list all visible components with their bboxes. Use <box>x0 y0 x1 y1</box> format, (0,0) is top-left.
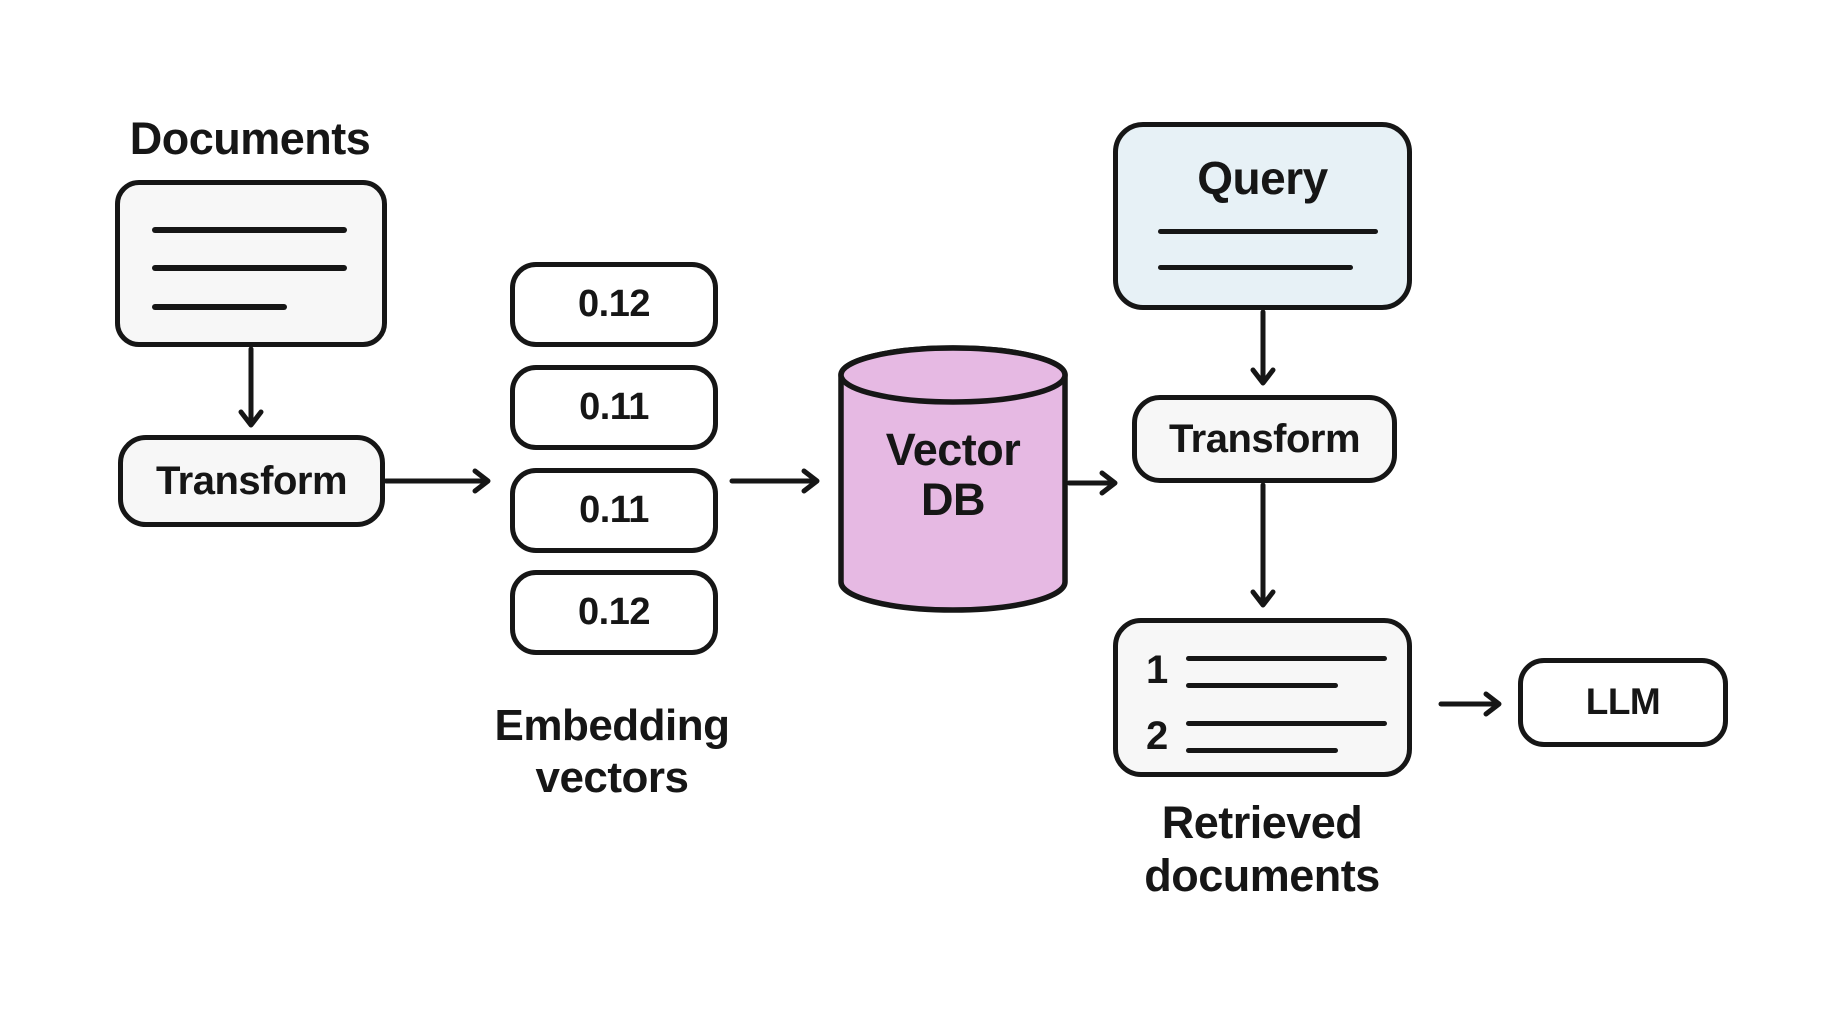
vector-db-cylinder <box>838 345 1068 613</box>
transform-left-node: Transform <box>118 435 385 527</box>
text-line <box>1158 229 1378 234</box>
embedding-vector-box: 0.12 <box>510 570 718 655</box>
vector-db-label: Vector DB <box>885 424 1021 526</box>
text-line <box>1186 748 1338 753</box>
retrieved-item-number: 2 <box>1146 714 1169 758</box>
text-line <box>1186 721 1387 726</box>
text-line <box>1186 683 1338 688</box>
embedding-value: 0.11 <box>579 385 649 428</box>
llm-node: LLM <box>1518 658 1728 747</box>
retrieved-item-number: 1 <box>1146 648 1169 692</box>
text-line <box>152 304 287 310</box>
transform-right-node: Transform <box>1132 395 1397 483</box>
retrieved-documents-node: 1 2 <box>1113 618 1412 777</box>
embedding-vector-box: 0.11 <box>510 468 718 553</box>
text-line <box>152 227 347 233</box>
query-label: Query <box>1197 152 1328 204</box>
llm-label: LLM <box>1585 681 1661 723</box>
embedding-vectors-label: Embedding vectors <box>494 701 730 802</box>
embedding-value: 0.12 <box>578 282 650 325</box>
text-line <box>1158 265 1353 270</box>
embedding-value: 0.11 <box>579 488 649 531</box>
retrieved-documents-label: Retrieved documents <box>1144 797 1380 902</box>
query-node: Query <box>1113 122 1412 310</box>
embedding-value: 0.12 <box>578 590 650 633</box>
text-line <box>152 265 347 271</box>
transform-right-label: Transform <box>1168 417 1361 461</box>
embedding-vector-box: 0.11 <box>510 365 718 450</box>
documents-node <box>115 180 387 347</box>
embedding-vector-box: 0.12 <box>510 262 718 347</box>
transform-left-label: Transform <box>155 459 348 503</box>
text-line <box>1186 656 1387 661</box>
documents-label: Documents <box>129 113 371 164</box>
